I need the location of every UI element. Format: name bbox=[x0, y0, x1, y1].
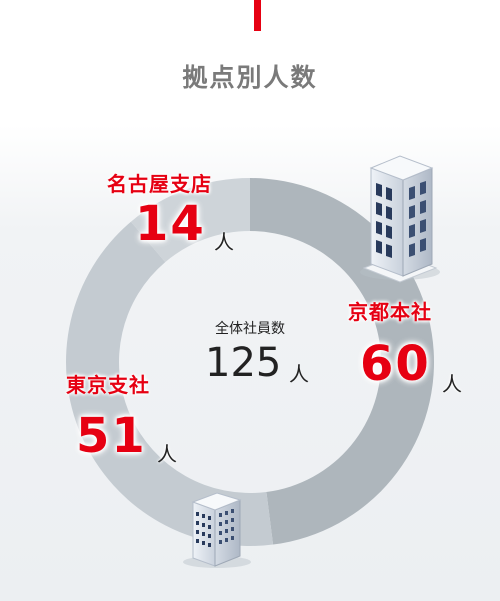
header-area: 拠点別人数 bbox=[0, 0, 500, 125]
location-label-kyoto: 京都本社 bbox=[348, 300, 432, 324]
donut-slice-2 bbox=[130, 178, 250, 263]
headquarters-building-icon bbox=[360, 155, 440, 283]
total-employees-value: 125 bbox=[205, 340, 282, 386]
branch-building-icon bbox=[183, 492, 251, 568]
location-label-tokyo: 東京支社 bbox=[66, 373, 150, 397]
total-employees-unit: 人 bbox=[289, 362, 309, 386]
location-unit-tokyo: 人 bbox=[157, 442, 177, 466]
location-unit-nagoya: 人 bbox=[214, 230, 234, 254]
location-unit-kyoto: 人 bbox=[442, 372, 462, 396]
accent-bar bbox=[254, 0, 261, 31]
location-count-tokyo: 51 bbox=[76, 408, 147, 464]
total-employees-label: 全体社員数 bbox=[215, 321, 285, 337]
location-label-nagoya: 名古屋支店 bbox=[107, 172, 212, 196]
donut-slice-1 bbox=[65, 221, 274, 547]
location-count-nagoya: 14 bbox=[135, 196, 206, 252]
location-count-kyoto: 60 bbox=[360, 336, 431, 392]
page-title: 拠点別人数 bbox=[182, 63, 318, 92]
